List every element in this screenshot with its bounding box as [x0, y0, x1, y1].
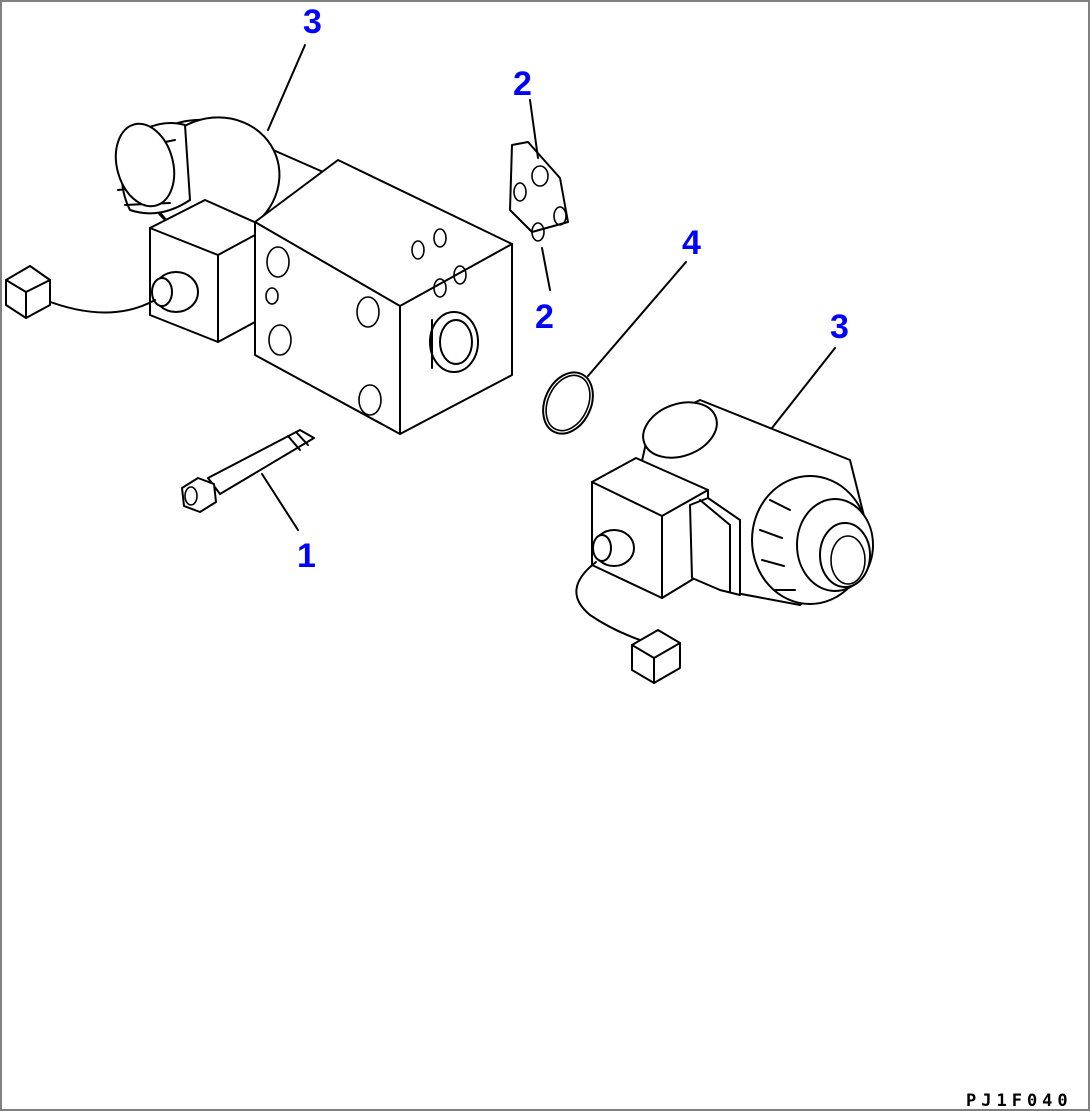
o-ring-part — [542, 371, 594, 435]
solenoid-lower-right — [575, 399, 874, 684]
valve-assembly-upper — [5, 116, 513, 435]
callout-2-bottom: 2 — [535, 298, 554, 336]
leader-3-top — [267, 44, 306, 131]
callout-3-right: 3 — [830, 308, 849, 346]
callout-3-top: 3 — [303, 3, 322, 41]
callout-labels: 3 2 2 4 3 1 — [297, 3, 849, 575]
leader-4 — [587, 261, 687, 377]
leader-2-top — [529, 99, 539, 159]
callout-4: 4 — [682, 224, 701, 262]
leader-1 — [261, 473, 299, 531]
gasket-plate — [509, 141, 569, 242]
leader-lines — [261, 44, 836, 531]
callout-2-top: 2 — [513, 65, 532, 103]
leader-3-right — [771, 347, 836, 429]
drawing-code: PJ1F040 — [966, 1091, 1073, 1111]
leader-2-bottom — [541, 247, 551, 291]
callout-1: 1 — [297, 537, 316, 575]
bolt-part — [181, 429, 315, 513]
